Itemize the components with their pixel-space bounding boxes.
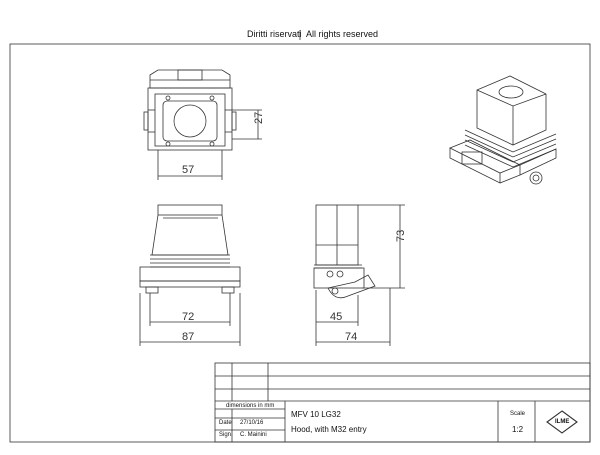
header-rights-it: Diritti riservati bbox=[247, 29, 302, 39]
dim-front-height: 27 bbox=[253, 112, 265, 124]
title-block bbox=[214, 362, 591, 443]
date-value: 27/10/16 bbox=[240, 420, 264, 426]
sign-value: C. Mainini bbox=[240, 432, 267, 438]
part-description: Hood, with M32 entry bbox=[291, 425, 367, 434]
dim-side-outer: 87 bbox=[182, 331, 194, 343]
sign-label: Sign. bbox=[219, 432, 233, 438]
scale-value: 1:2 bbox=[512, 425, 524, 434]
side-view bbox=[139, 204, 241, 346]
ilme-logo bbox=[546, 410, 578, 434]
isometric-view bbox=[449, 75, 557, 185]
logo-text: ILME bbox=[555, 419, 570, 425]
dim-right-height: 73 bbox=[395, 230, 407, 242]
right-view bbox=[313, 204, 405, 346]
dim-side-inner: 72 bbox=[182, 311, 194, 323]
sheet-border bbox=[9, 43, 591, 443]
dimensions-unit-label: dimensions in mm bbox=[226, 403, 275, 409]
header-rights-en: All rights reserved bbox=[306, 29, 379, 39]
date-label: Date bbox=[219, 420, 232, 426]
dim-right-inner: 45 bbox=[330, 311, 342, 323]
scale-label: Scale bbox=[510, 411, 526, 417]
dim-front-width: 57 bbox=[182, 164, 194, 176]
dim-right-outer: 74 bbox=[345, 331, 357, 343]
part-number: MFV 10 LG32 bbox=[291, 410, 341, 419]
front-view bbox=[143, 69, 262, 180]
